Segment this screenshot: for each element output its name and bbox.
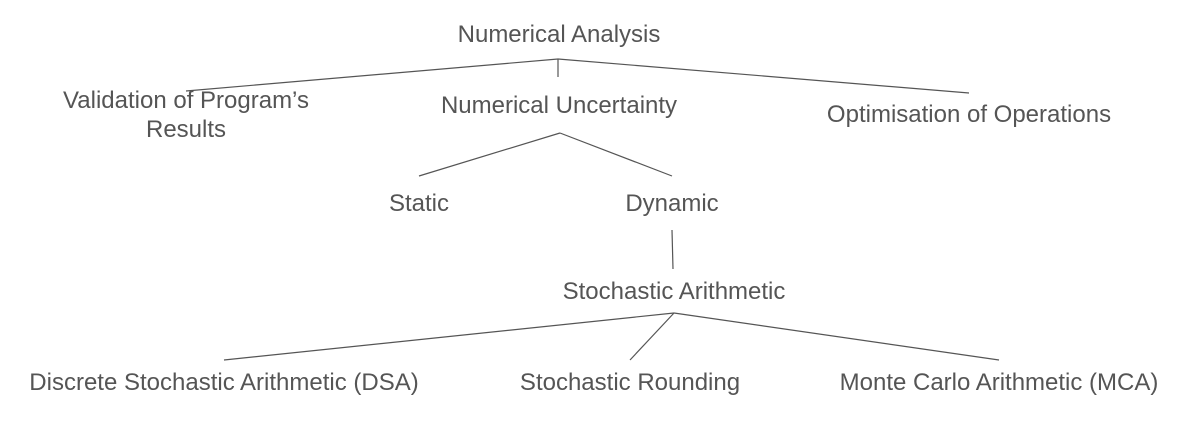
edge-uncertainty-static [418, 132, 561, 177]
edge-stochastic-mca [673, 312, 1000, 361]
node-static-label: Static [388, 190, 450, 217]
node-validation-of-program-results: Validation of Program’s Results [63, 86, 309, 144]
node-mca-label: Monte Carlo Arithmetic (MCA) [839, 369, 1159, 396]
node-dynamic-label: Dynamic [625, 190, 719, 217]
node-stochastic-arithmetic: Stochastic Arithmetic [563, 277, 786, 306]
node-dsa-label: Discrete Stochastic Arithmetic (DSA) [29, 369, 419, 396]
node-dsa: Discrete Stochastic Arithmetic (DSA) [29, 368, 418, 397]
node-numerical-analysis-label: Numerical Analysis [457, 21, 661, 48]
node-numerical-analysis: Numerical Analysis [458, 20, 661, 49]
node-stochastic-arithmetic-label: Stochastic Arithmetic [562, 278, 786, 305]
node-numerical-uncertainty: Numerical Uncertainty [441, 91, 677, 120]
node-validation-label-line2: Results [145, 116, 227, 143]
edge-uncertainty-dynamic [559, 132, 673, 177]
node-optimisation-label: Optimisation of Operations [826, 101, 1112, 128]
edge-root-optimisation [557, 58, 970, 94]
edge-stochastic-dsa [223, 312, 675, 361]
node-mca: Monte Carlo Arithmetic (MCA) [840, 368, 1159, 397]
node-optimisation-of-operations: Optimisation of Operations [827, 100, 1111, 129]
edge-dynamic-stochastic [671, 229, 674, 270]
node-numerical-uncertainty-label: Numerical Uncertainty [440, 92, 678, 119]
node-stochastic-rounding-label: Stochastic Rounding [519, 369, 741, 396]
node-stochastic-rounding: Stochastic Rounding [520, 368, 740, 397]
node-dynamic: Dynamic [625, 189, 718, 218]
edge-root-validation [185, 58, 559, 92]
edge-stochastic-rounding [629, 312, 675, 361]
node-static: Static [389, 189, 449, 218]
node-validation-label-line1: Validation of Program’s [63, 87, 309, 114]
